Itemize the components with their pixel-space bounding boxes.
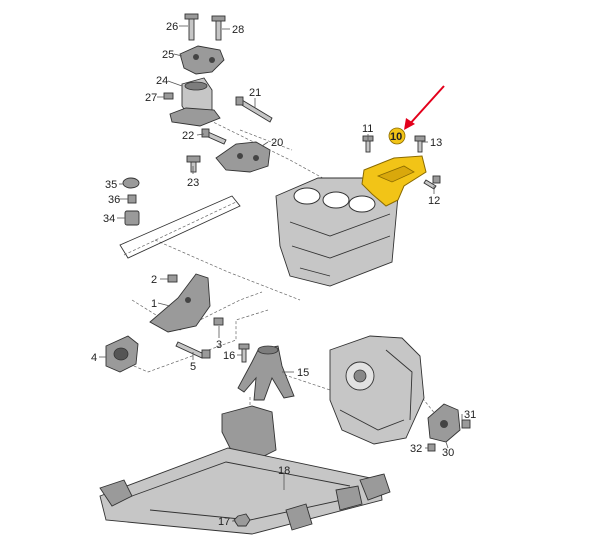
label-24[interactable]: 24	[156, 75, 168, 87]
label-16[interactable]: 16	[223, 350, 235, 362]
bolt-2[interactable]	[167, 274, 178, 283]
engine-mount-24[interactable]	[169, 77, 221, 127]
label-2[interactable]: 2	[151, 274, 157, 286]
label-10: 10	[390, 131, 402, 143]
bolt-5[interactable]	[175, 341, 211, 359]
mount-30[interactable]	[427, 403, 461, 443]
label-21[interactable]: 21	[249, 87, 261, 99]
label-17[interactable]: 17	[218, 516, 230, 528]
part-labels: 26 28 25 24 27 21 22 20 23 35 36 34 11 1…	[91, 21, 476, 528]
bracket-1[interactable]	[149, 273, 211, 333]
label-26[interactable]: 26	[166, 21, 178, 33]
bolt-12[interactable]	[423, 175, 441, 190]
bolt-36[interactable]	[127, 194, 137, 204]
highlight-arrow	[404, 85, 445, 130]
label-5[interactable]: 5	[190, 361, 196, 373]
label-4[interactable]: 4	[91, 352, 97, 364]
label-30[interactable]: 30	[442, 447, 454, 459]
label-31[interactable]: 31	[464, 409, 476, 421]
gearbox[interactable]	[329, 335, 425, 445]
label-32[interactable]: 32	[410, 443, 422, 455]
bolt-21[interactable]	[235, 96, 273, 123]
rail	[119, 195, 241, 259]
bolt-16[interactable]	[238, 343, 250, 363]
engine-block[interactable]	[275, 177, 399, 287]
bolt-31[interactable]	[461, 419, 471, 429]
label-11[interactable]: 11	[362, 123, 373, 135]
bracket-20[interactable]	[215, 141, 271, 173]
label-25[interactable]: 25	[162, 49, 174, 61]
bolt-27[interactable]	[163, 92, 174, 100]
bolt-13[interactable]	[414, 135, 426, 153]
nut-17[interactable]	[233, 513, 251, 527]
label-13[interactable]: 13	[430, 137, 442, 149]
label-1[interactable]: 1	[151, 298, 157, 310]
label-27[interactable]: 27	[145, 92, 157, 104]
bolt-28[interactable]	[211, 15, 226, 41]
bracket-25[interactable]	[179, 45, 225, 75]
label-18[interactable]: 18	[278, 465, 290, 477]
label-3[interactable]: 3	[216, 339, 222, 351]
label-15[interactable]: 15	[297, 367, 309, 379]
subframe-18[interactable]	[99, 405, 391, 535]
bolt-23[interactable]	[186, 155, 201, 173]
label-36[interactable]: 36	[108, 194, 120, 206]
leader-lines	[99, 25, 463, 522]
label-22[interactable]: 22	[182, 130, 194, 142]
label-28[interactable]: 28	[232, 24, 244, 36]
label-10-badge[interactable]: 10	[388, 127, 406, 145]
label-34[interactable]: 34	[103, 213, 115, 225]
label-23[interactable]: 23	[187, 177, 199, 189]
bolt-26[interactable]	[184, 13, 199, 41]
mount-15[interactable]	[237, 345, 295, 401]
bolt-32[interactable]	[427, 443, 436, 452]
label-35[interactable]: 35	[105, 179, 117, 191]
mount-4[interactable]	[105, 335, 139, 373]
bracket-10-highlighted[interactable]	[361, 155, 427, 207]
cap-35[interactable]	[122, 177, 140, 189]
bolt-3[interactable]	[213, 317, 224, 326]
bushing-34[interactable]	[124, 210, 140, 226]
label-12[interactable]: 12	[428, 195, 440, 207]
bolt-22[interactable]	[201, 128, 227, 145]
label-20[interactable]: 20	[271, 137, 283, 149]
